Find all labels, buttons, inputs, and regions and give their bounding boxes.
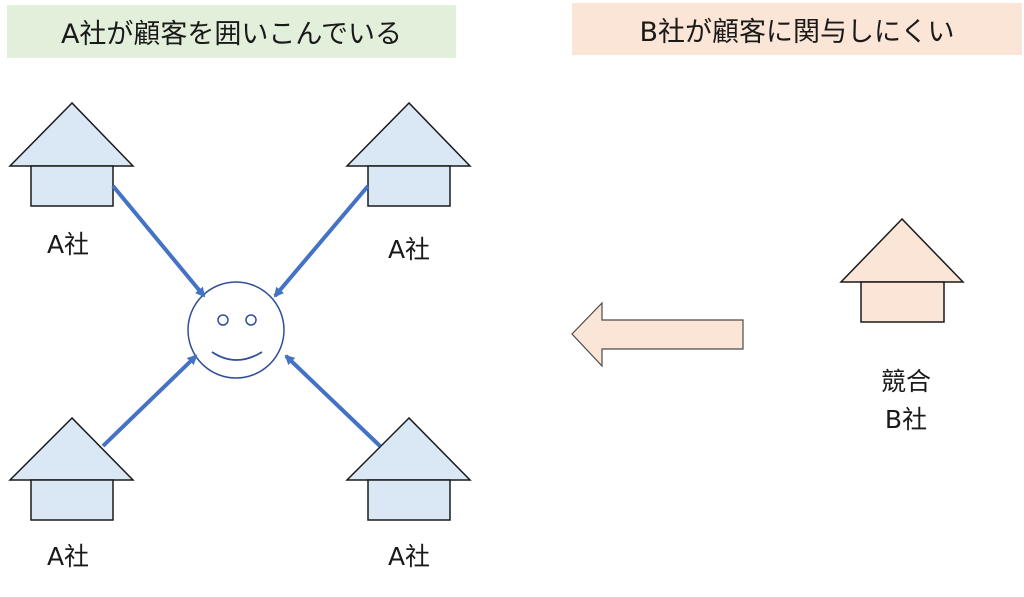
banner-company-a-enclosing: A社が顧客を囲いこんでいる	[7, 5, 456, 58]
label-competitor-line1: 競合	[881, 367, 931, 396]
arrow-top-left-to-customer	[111, 184, 206, 298]
label-competitor-line2: B社	[885, 405, 927, 434]
label-company-a-bottom-right: A社	[388, 542, 430, 571]
arrow-bottom-left-to-customer	[101, 354, 198, 448]
arrow-top-right-to-customer	[273, 184, 370, 298]
house-icon-competitor-b	[839, 217, 965, 323]
blocked-arrow-icon	[571, 301, 744, 368]
house-icon-a-bottom-right	[345, 416, 472, 521]
banner-company-a-text: A社が顧客を囲いこんでいる	[60, 19, 403, 50]
house-icon-a-bottom-left	[8, 416, 135, 521]
customer-smiley-icon	[187, 281, 285, 379]
label-company-a-bottom-left: A社	[47, 542, 89, 571]
banner-company-b-text: B社が顧客に関与しにくい	[639, 16, 955, 48]
label-company-a-top-right: A社	[388, 235, 430, 264]
banner-company-b-difficulty: B社が顧客に関与しにくい	[572, 3, 1022, 55]
house-icon-a-top-right	[345, 101, 472, 207]
arrow-bottom-right-to-customer	[284, 354, 382, 448]
label-company-a-top-left: A社	[47, 230, 89, 259]
